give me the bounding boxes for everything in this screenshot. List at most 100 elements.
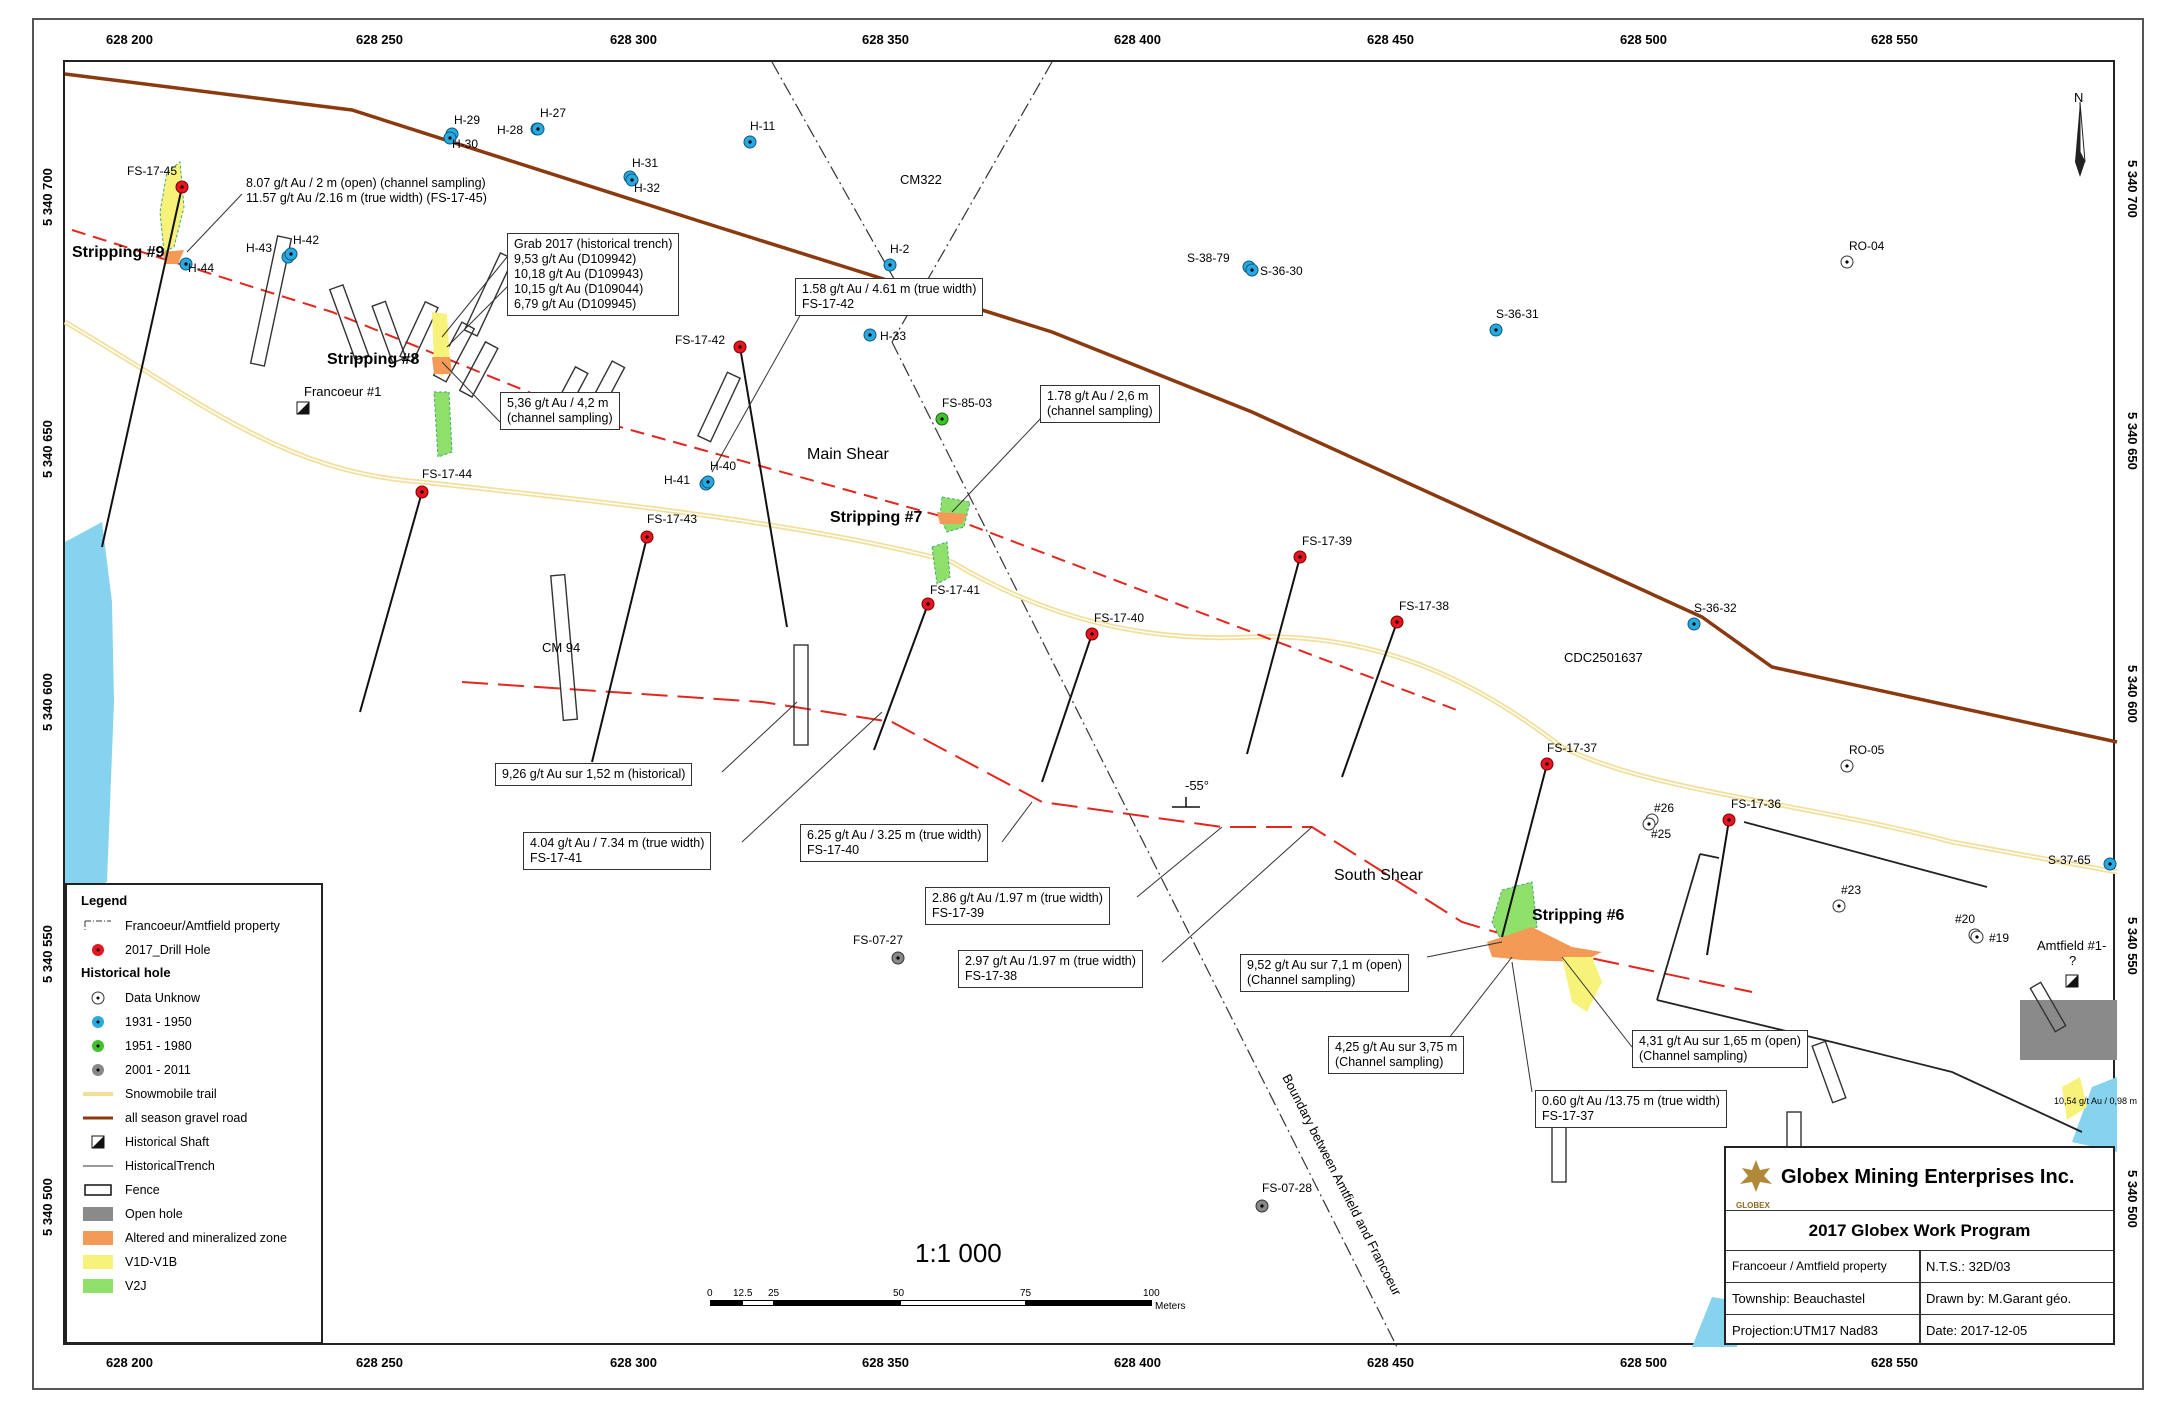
north-arrow: N bbox=[2074, 90, 2086, 177]
x-tick: 628 500 bbox=[1620, 1355, 1667, 1370]
hole-label: #26 bbox=[1654, 801, 1674, 815]
hole-label: H-32 bbox=[634, 181, 660, 195]
callout-fs-17-45: 8.07 g/t Au / 2 m (open) (channel sampli… bbox=[240, 173, 493, 209]
stripping-label: Stripping #9 bbox=[72, 244, 165, 261]
y-tick: 5 340 500 bbox=[40, 1178, 55, 1236]
claim-label: CDC2501637 bbox=[1564, 650, 1643, 665]
scale-tick: 50 bbox=[893, 1288, 905, 1299]
y-tick: 5 340 500 bbox=[2125, 1170, 2140, 1228]
legend-subtitle: Historical hole bbox=[81, 965, 171, 980]
drill-hole-center bbox=[738, 345, 742, 349]
callout-line: 1.58 g/t Au / 4.61 m (true width) bbox=[802, 282, 977, 296]
legend-item: Data Unknow bbox=[81, 989, 200, 1007]
water-body bbox=[2072, 1077, 2117, 1152]
grey-hole-icon bbox=[81, 1062, 115, 1078]
drill-hole-center bbox=[1395, 620, 1399, 624]
callout-stripping-8: 5,36 g/t Au / 4,2 m (channel sampling) bbox=[500, 392, 620, 430]
hole-label: H-11 bbox=[750, 119, 775, 133]
callout-line: 4,25 g/t Au sur 3,75 m bbox=[1335, 1040, 1458, 1054]
legend-label: 2017_Drill Hole bbox=[125, 943, 211, 957]
drill-hole-center bbox=[1845, 764, 1849, 768]
callout-line: FS-17-37 bbox=[1542, 1109, 1595, 1123]
claim-label: CM 94 bbox=[542, 640, 580, 655]
blue-hole-icon bbox=[81, 1014, 115, 1030]
drill-hole-center bbox=[1090, 632, 1094, 636]
main-shear-label: Main Shear bbox=[807, 446, 889, 463]
callout-line: 9,26 g/t Au sur 1,52 m (historical) bbox=[502, 767, 686, 781]
v1d-zone bbox=[2062, 1077, 2087, 1120]
hole-label: S-37-65 bbox=[2048, 853, 2091, 867]
callout-line: FS-17-38 bbox=[965, 969, 1018, 983]
open-hole-icon bbox=[81, 1206, 115, 1222]
hole-label: FS-17-45 bbox=[127, 164, 177, 178]
x-tick: 628 450 bbox=[1367, 1355, 1414, 1370]
leader-lines bbox=[186, 193, 1633, 1093]
hole-label: H-42 bbox=[293, 233, 319, 247]
legend-label: Data Unknow bbox=[125, 991, 201, 1005]
amtfield-shaft bbox=[2065, 974, 2079, 988]
v1d-icon bbox=[81, 1254, 115, 1270]
drill-hole-center bbox=[1692, 622, 1696, 626]
small-assay-label: 10,54 g/t Au / 0,98 m bbox=[2054, 1096, 2137, 1106]
shaft-label: Amtfield #1- bbox=[2037, 938, 2106, 953]
drill-hole-center bbox=[1837, 904, 1841, 908]
scale-segment bbox=[742, 1300, 774, 1306]
hole-label: H-44 bbox=[188, 261, 214, 275]
legend-item: Fence bbox=[81, 1181, 160, 1199]
x-tick: 628 400 bbox=[1114, 32, 1161, 47]
drill-traces bbox=[101, 186, 1730, 956]
callout-line: 2.86 g/t Au /1.97 m (true width) bbox=[932, 891, 1103, 905]
map-canvas[interactable]: N CM322 CM 94 CDC2501637 Main Shear Sout… bbox=[63, 60, 2137, 1348]
y-tick: 5 340 600 bbox=[40, 673, 55, 731]
drill-hole-center bbox=[448, 136, 452, 140]
x-tick: 628 500 bbox=[1620, 32, 1667, 47]
nts-cell: N.T.S.: 32D/03 bbox=[1926, 1259, 2011, 1274]
hole-label: FS-17-39 bbox=[1302, 534, 1352, 548]
hole-label: S-38-79 bbox=[1187, 251, 1230, 265]
drill-hole-center bbox=[630, 178, 634, 182]
company-name: Globex Mining Enterprises Inc. bbox=[1781, 1166, 2075, 1188]
stripping-label: Stripping #8 bbox=[327, 351, 420, 368]
projection-cell: Projection:UTM17 Nad83 bbox=[1732, 1323, 1878, 1338]
legend-item: 2001 - 2011 bbox=[81, 1061, 191, 1079]
legend-label: 2001 - 2011 bbox=[125, 1063, 191, 1077]
legend-label: Fence bbox=[125, 1183, 160, 1197]
callout-line: 4,31 g/t Au sur 1,65 m (open) bbox=[1639, 1034, 1801, 1048]
callout-stripping-6-a: 9,52 g/t Au sur 7,1 m (open) (Channel sa… bbox=[1240, 954, 1409, 992]
dip-label: -55° bbox=[1185, 778, 1209, 793]
shaft-icon bbox=[81, 1134, 115, 1150]
drill-hole-center bbox=[888, 263, 892, 267]
drill-hole-center bbox=[940, 417, 944, 421]
callout-fs-17-40: 6.25 g/t Au / 3.25 m (true width) FS-17-… bbox=[800, 824, 989, 862]
drill-hole-center bbox=[1494, 328, 1498, 332]
hole-label: FS-17-36 bbox=[1731, 797, 1781, 811]
y-tick: 5 340 550 bbox=[2125, 917, 2140, 975]
legend-item: V1D-V1B bbox=[81, 1253, 177, 1271]
legend-label: Open hole bbox=[125, 1207, 183, 1221]
x-tick: 628 250 bbox=[356, 32, 403, 47]
hole-label: H-28 bbox=[497, 123, 523, 137]
drill-hole-center bbox=[180, 185, 184, 189]
gravel-road bbox=[64, 72, 2118, 744]
scale-tick: 25 bbox=[768, 1288, 780, 1299]
drill-hole-center bbox=[1298, 555, 1302, 559]
callout-line: 9,52 g/t Au sur 7,1 m (open) bbox=[1247, 958, 1402, 972]
callout-fs-17-38: 2.97 g/t Au /1.97 m (true width) FS-17-3… bbox=[958, 950, 1143, 988]
hole-label: FS-07-28 bbox=[1262, 1181, 1312, 1195]
legend-label: 1931 - 1950 bbox=[125, 1015, 192, 1029]
legend-item: Francoeur/Amtfield property bbox=[81, 917, 280, 935]
legend-item: V2J bbox=[81, 1277, 147, 1295]
legend-item: all season gravel road bbox=[81, 1109, 247, 1127]
callout-grab-2017: Grab 2017 (historical trench) 9,53 g/t A… bbox=[507, 233, 680, 316]
callout-line: FS-17-41 bbox=[530, 851, 583, 865]
stripping-label: Stripping #6 bbox=[1532, 907, 1625, 924]
legend-item: Open hole bbox=[81, 1205, 183, 1223]
legend-label: Snowmobile trail bbox=[125, 1087, 217, 1101]
legend-item: Historical Shaft bbox=[81, 1133, 209, 1151]
scale-segment bbox=[710, 1300, 742, 1306]
date-cell: Date: 2017-12-05 bbox=[1926, 1323, 2028, 1338]
drawn-cell: Drawn by: M.Garant géo. bbox=[1926, 1291, 2072, 1306]
hole-label: S-36-32 bbox=[1694, 601, 1737, 615]
drill-hole-center bbox=[1727, 818, 1731, 822]
scale-segment bbox=[774, 1300, 900, 1306]
